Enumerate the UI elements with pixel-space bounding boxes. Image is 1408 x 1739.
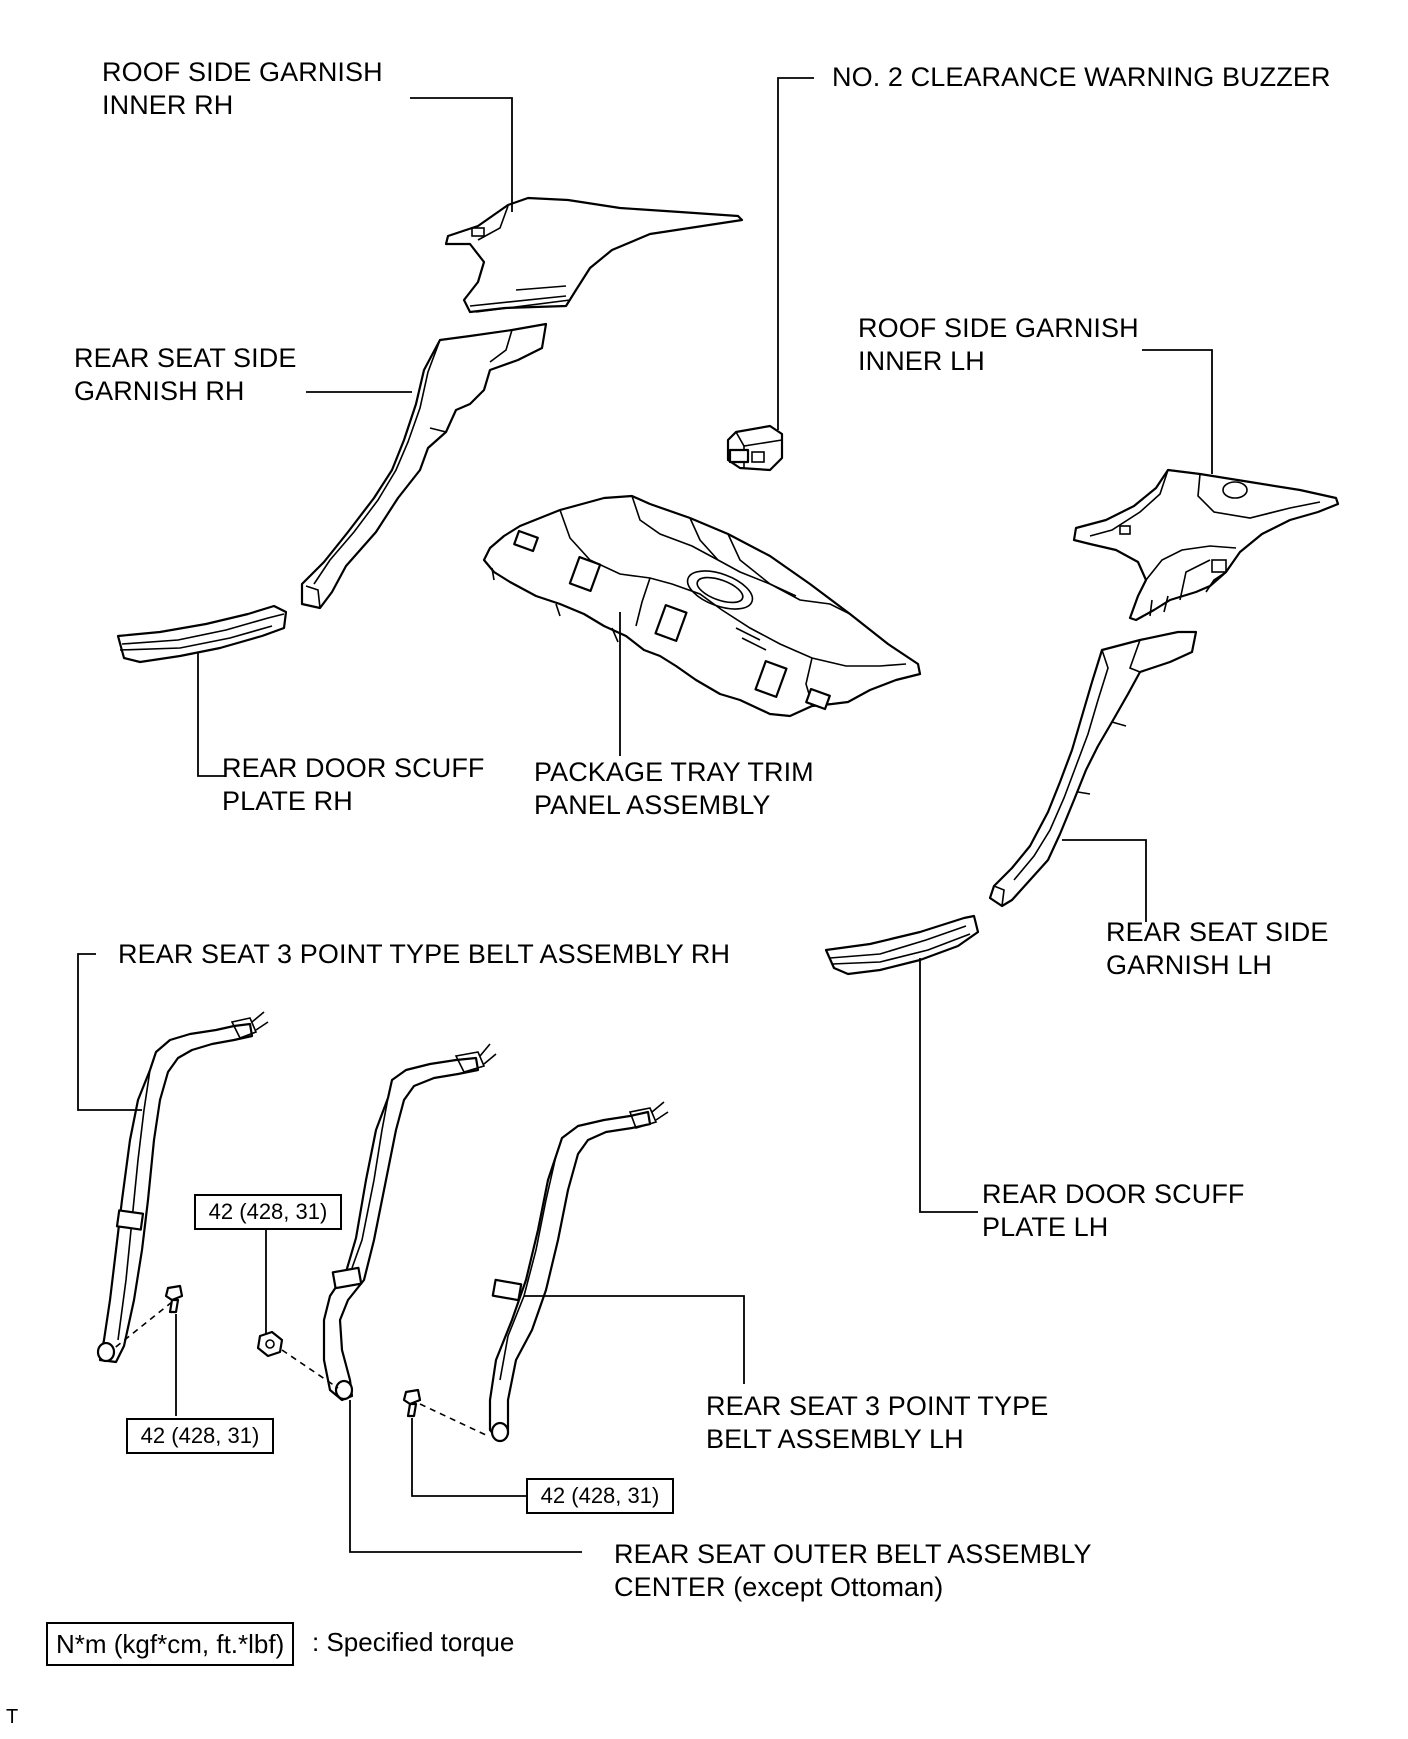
label-line: ROOF SIDE GARNISH — [858, 313, 1139, 343]
label-roof-side-garnish-inner-lh: ROOF SIDE GARNISH INNER LH — [858, 312, 1139, 378]
label-rear-seat-side-garnish-rh: REAR SEAT SIDE GARNISH RH — [74, 342, 296, 408]
torque-spec-upper-center: 42 (428, 31) — [194, 1194, 342, 1230]
label-line: BELT ASSEMBLY LH — [706, 1424, 964, 1454]
rear-door-scuff-plate-rh-part — [116, 604, 288, 664]
label-line: GARNISH RH — [74, 376, 245, 406]
rear-seat-belt-rh-part — [96, 1011, 269, 1364]
rear-seat-side-garnish-rh-part — [300, 322, 548, 610]
legend-description: : Specified torque — [312, 1627, 515, 1657]
label-rear-seat-belt-rh: REAR SEAT 3 POINT TYPE BELT ASSEMBLY RH — [118, 939, 731, 969]
label-line: REAR SEAT SIDE — [1106, 917, 1329, 947]
rear-seat-side-garnish-lh-part — [988, 630, 1198, 908]
center-belt-nut — [256, 1330, 284, 1358]
label-roof-side-garnish-inner-rh: ROOF SIDE GARNISH INNER RH — [102, 56, 383, 122]
label-rear-seat-side-garnish-lh: REAR SEAT SIDE GARNISH LH — [1106, 916, 1328, 982]
label-line: CENTER (except Ottoman) — [614, 1572, 944, 1602]
legend-torque-unit-box: N*m (kgf*cm, ft.*lbf) — [46, 1622, 295, 1666]
torque-spec-lower-left: 42 (428, 31) — [126, 1418, 274, 1454]
roof-side-garnish-inner-lh-part — [1072, 468, 1340, 622]
label-line: GARNISH LH — [1106, 950, 1273, 980]
label-rear-door-scuff-plate-lh: REAR DOOR SCUFF PLATE LH — [982, 1178, 1245, 1244]
roof-side-garnish-inner-rh-part — [444, 196, 744, 314]
rear-seat-belt-lh-part — [488, 1101, 669, 1443]
corner-mark: T — [6, 1706, 19, 1728]
label-line: REAR SEAT SIDE — [74, 343, 297, 373]
torque-spec-lower-right: 42 (428, 31) — [526, 1478, 674, 1514]
rear-seat-outer-belt-center-part — [322, 1043, 497, 1402]
label-line: REAR SEAT OUTER BELT ASSEMBLY — [614, 1539, 1092, 1569]
label-clearance-warning-buzzer: NO. 2 CLEARANCE WARNING BUZZER — [832, 62, 1331, 92]
label-line: PLATE RH — [222, 786, 353, 816]
label-line: INNER LH — [858, 346, 985, 376]
label-rear-seat-belt-lh: REAR SEAT 3 POINT TYPE BELT ASSEMBLY LH — [706, 1390, 1048, 1456]
label-line: ROOF SIDE GARNISH — [102, 57, 383, 87]
label-line: REAR SEAT 3 POINT TYPE — [706, 1391, 1049, 1421]
label-line: PANEL ASSEMBLY — [534, 790, 771, 820]
label-line: REAR DOOR SCUFF — [982, 1179, 1245, 1209]
rh-belt-bolt — [164, 1284, 184, 1314]
lh-belt-bolt — [402, 1388, 422, 1418]
label-rear-door-scuff-plate-rh: REAR DOOR SCUFF PLATE RH — [222, 752, 485, 818]
package-tray-trim-panel-part — [482, 494, 922, 718]
label-line: PACKAGE TRAY TRIM — [534, 757, 814, 787]
rear-door-scuff-plate-lh-part — [824, 914, 980, 976]
label-line: REAR DOOR SCUFF — [222, 753, 485, 783]
label-package-tray-trim-panel: PACKAGE TRAY TRIM PANEL ASSEMBLY — [534, 756, 814, 822]
label-line: PLATE LH — [982, 1212, 1109, 1242]
clearance-buzzer-part — [726, 424, 784, 472]
label-line: INNER RH — [102, 90, 234, 120]
label-rear-seat-outer-belt-center: REAR SEAT OUTER BELT ASSEMBLY CENTER (ex… — [614, 1538, 1092, 1604]
